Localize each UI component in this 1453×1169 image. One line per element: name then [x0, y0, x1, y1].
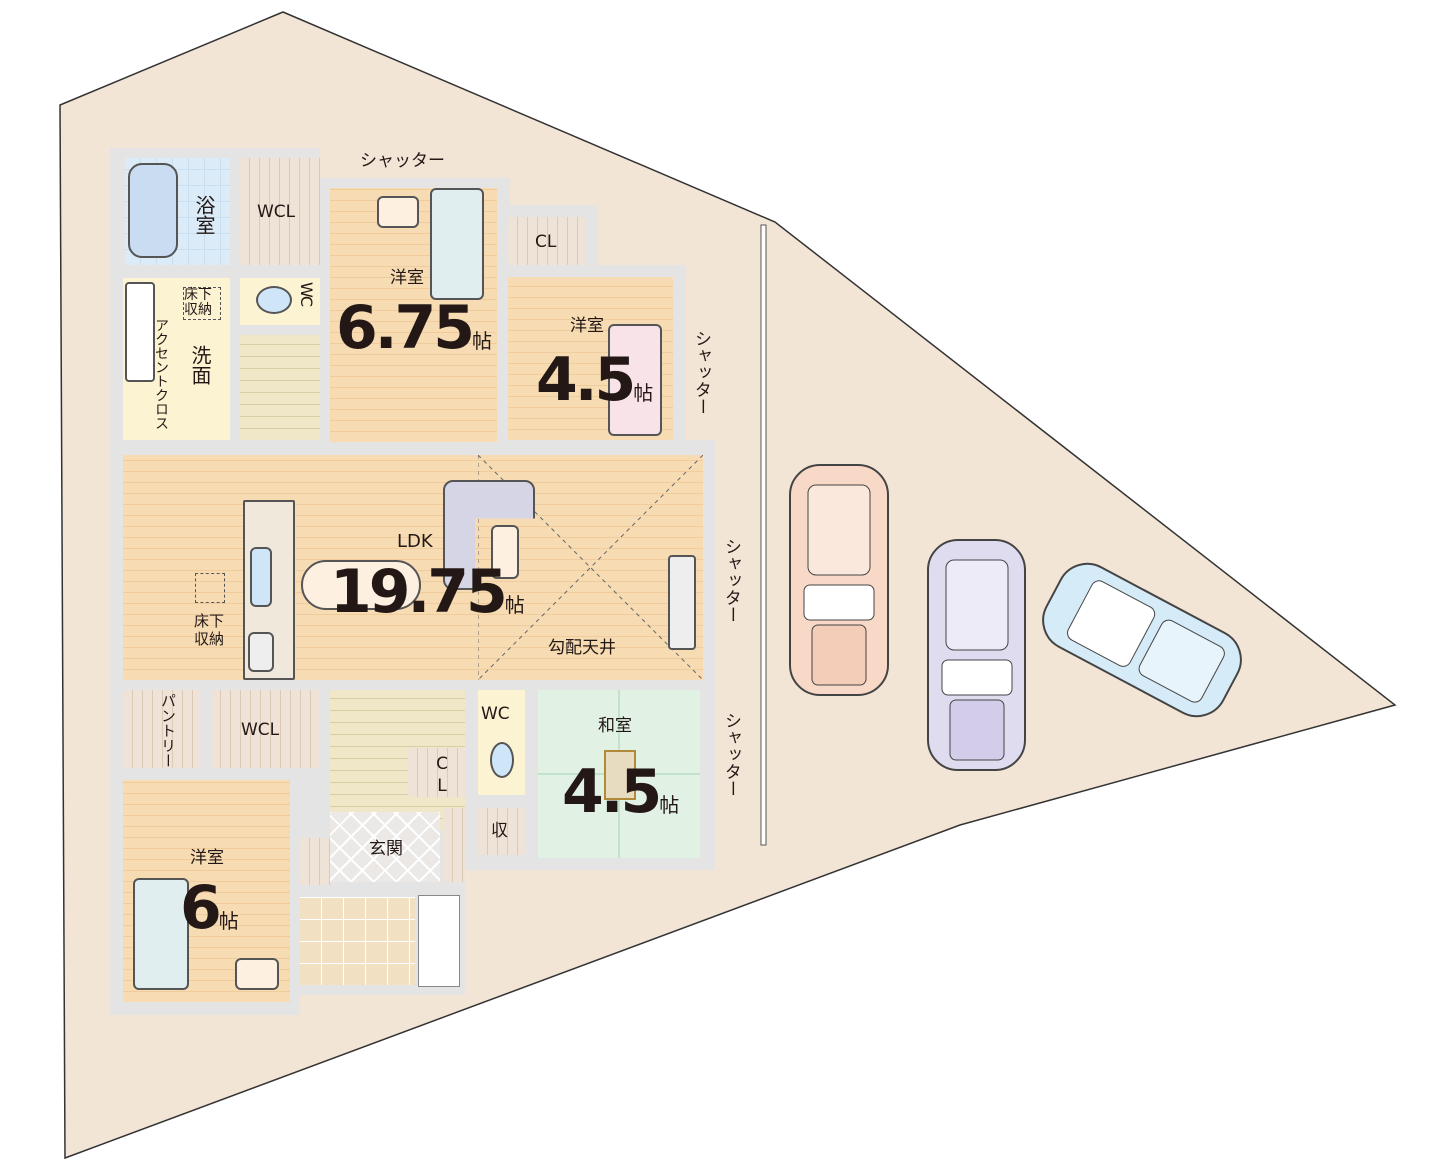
- car-3: [1042, 562, 1242, 718]
- underfloor-hatch-icon: [195, 573, 225, 603]
- room-wcl-bottom: [211, 690, 320, 768]
- wc-top-label: WC: [297, 282, 316, 305]
- stove-icon: [248, 632, 274, 672]
- room-cl-top: [508, 217, 585, 265]
- size-unit: 帖: [659, 793, 680, 817]
- dining-table-icon: [301, 560, 421, 610]
- storage-label: 収: [491, 821, 508, 841]
- shutter-label-ldk: シャッター: [721, 538, 741, 623]
- room-cl-bottom: [408, 748, 465, 797]
- car-1: [789, 464, 889, 696]
- room-wc-top: [240, 278, 320, 325]
- room-entrance: [330, 812, 440, 882]
- size-value: 19.75: [330, 557, 508, 627]
- kotatsu-table-icon: [604, 750, 636, 800]
- wc-bottom-label: WC: [481, 704, 510, 724]
- room-pantry: [123, 690, 200, 768]
- porch: [300, 897, 415, 985]
- shutter-label-japanese: シャッター: [721, 712, 741, 797]
- size-unit: 帖: [472, 329, 493, 353]
- sink-icon: [125, 282, 155, 382]
- room-wcl-top: [240, 158, 320, 265]
- fence-line: [760, 224, 767, 846]
- pantry-label: パントリー: [159, 693, 177, 768]
- shutter-label-45: シャッター: [691, 330, 711, 415]
- cl-bottom-label: CL: [432, 754, 452, 798]
- underfloor-storage-ldk-label: 床下収納: [194, 612, 225, 648]
- room-washroom: [123, 278, 230, 440]
- western-45-name: 洋室: [570, 316, 604, 336]
- bed-icon: [608, 324, 662, 436]
- car-2: [927, 539, 1026, 771]
- wcl-bottom-label: WCL: [241, 720, 280, 740]
- room-western-6: [123, 780, 290, 1002]
- porch-wall: [418, 895, 460, 987]
- size-unit: 帖: [218, 909, 239, 933]
- shutter-label-top: シャッター: [360, 151, 445, 171]
- ldk-name: LDK: [397, 531, 433, 552]
- entrance-storage: [443, 808, 465, 882]
- washroom-label: 洗面: [188, 345, 212, 385]
- toilet-icon: [490, 742, 514, 778]
- toilet-icon: [256, 286, 292, 314]
- sloped-ceiling-label: 勾配天井: [548, 638, 616, 658]
- western-675-name: 洋室: [390, 268, 424, 288]
- western-6-name: 洋室: [190, 848, 224, 868]
- size-value: 4.5: [562, 757, 662, 827]
- bathtub-icon: [128, 163, 178, 258]
- room-western-675: [330, 188, 497, 442]
- size-value: 6: [180, 873, 222, 943]
- japanese-name: 和室: [598, 716, 632, 736]
- room-storage: [478, 808, 525, 855]
- size-value: 6.75: [336, 293, 475, 363]
- desk-icon: [235, 958, 279, 990]
- bath-label: 浴室: [192, 195, 216, 235]
- underfloor-storage-wash-label: 床下収納: [183, 287, 221, 320]
- hallway-top: [240, 335, 320, 440]
- room-ldk: [123, 455, 703, 680]
- desk-icon: [377, 196, 419, 228]
- sloped-ceiling-lines: [478, 455, 703, 680]
- japanese-size: 4.5帖: [562, 762, 679, 822]
- coffee-table-icon: [491, 525, 519, 579]
- ldk-size: 19.75帖: [330, 562, 525, 622]
- western-6-size: 6帖: [180, 878, 239, 938]
- size-value: 4.5: [536, 345, 636, 415]
- wcl-top-label: WCL: [257, 202, 296, 222]
- western-45-size: 4.5帖: [536, 350, 653, 410]
- cl-top-label: CL: [535, 232, 557, 252]
- shoe-storage: [300, 838, 330, 885]
- room-wc-bottom: [478, 690, 525, 795]
- entrance-label: 玄関: [369, 839, 403, 859]
- room-western-45: [508, 277, 673, 440]
- room-bath: [125, 158, 230, 265]
- size-unit: 帖: [504, 593, 525, 617]
- kitchen-counter: [243, 500, 295, 680]
- bed-icon: [430, 188, 484, 300]
- kitchen-sink-icon: [250, 547, 272, 607]
- bed-icon: [133, 878, 189, 990]
- size-unit: 帖: [633, 381, 654, 405]
- western-675-size: 6.75帖: [336, 298, 492, 358]
- tv-icon: [668, 555, 696, 650]
- room-japanese: [538, 690, 700, 858]
- accent-cloth-label: アクセントクロス: [153, 318, 169, 430]
